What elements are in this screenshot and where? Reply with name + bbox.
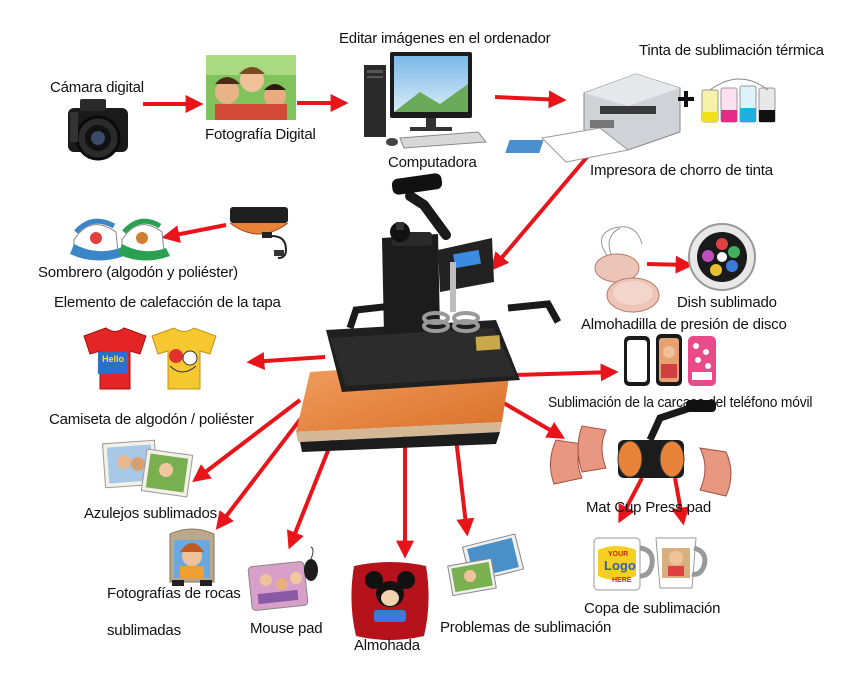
disc-pressure-pad-icon xyxy=(594,226,660,313)
phone-case-pink-icon xyxy=(688,336,716,386)
printer-label: Impresora de chorro de tinta xyxy=(590,162,773,179)
tiles-label: Azulejos sublimados xyxy=(84,505,217,522)
heat-press-machine-icon xyxy=(296,173,562,452)
mug-your-text: YOUR xyxy=(608,551,628,558)
lid-heating-element-icon xyxy=(229,207,289,259)
arrow-lid-to-hat xyxy=(161,223,227,244)
logo-mug-icon xyxy=(593,537,655,591)
rocks-label-line2: sublimadas xyxy=(107,622,181,639)
phone-case-black-icon xyxy=(624,336,650,386)
mug-press-pads-icon xyxy=(550,400,732,497)
hat-label: Sombrero (algodón y poliéster) xyxy=(38,264,238,281)
printer-icon xyxy=(505,73,681,163)
arrow-press-to-tshirt xyxy=(246,352,326,371)
phone-case-label: Sublimación de la carcasa del teléfono m… xyxy=(548,394,813,411)
computer-label: Computadora xyxy=(388,154,477,171)
rock-photo-icon xyxy=(169,528,215,586)
dish-label: Dish sublimado xyxy=(677,294,777,311)
sublimated-dish-icon xyxy=(688,223,756,291)
digital-photo-icon xyxy=(206,55,296,120)
arrow-press-to-tiles xyxy=(192,398,302,483)
pillow-label: Almohada xyxy=(354,637,420,654)
sublimation-puzzles-icon xyxy=(447,533,525,597)
mug-here-text: HERE xyxy=(612,577,632,584)
tshirt-yellow-icon xyxy=(151,327,217,390)
sublimated-tiles-icon xyxy=(101,439,194,498)
arrow-pad-to-dish xyxy=(646,255,694,274)
camera-label: Cámara digital xyxy=(50,79,144,96)
cup-label: Copa de sublimación xyxy=(584,600,721,617)
phone-case-photo-icon xyxy=(656,334,682,386)
mouse-pad-icon xyxy=(247,546,318,611)
puzzles-label: Problemas de sublimación xyxy=(440,619,612,636)
edit-images-label: Editar imágenes en el ordenador xyxy=(339,30,551,47)
mug-logo-text: Logo xyxy=(604,558,636,573)
rocks-label-line1: Fotografías de rocas xyxy=(107,585,241,602)
disc-pad-label: Almohadilla de presión de disco xyxy=(581,316,787,333)
mug-pad-label: Mat Cup Press pad xyxy=(586,499,711,516)
ink-label: Tinta de sublimación térmica xyxy=(639,42,824,59)
tshirt-red-icon xyxy=(83,327,147,390)
hat-blue-icon xyxy=(70,218,124,261)
pillow-icon xyxy=(351,562,429,640)
computer-icon xyxy=(364,52,487,149)
photo-mug-icon xyxy=(655,537,708,589)
camera-icon xyxy=(68,99,128,161)
mousepad-label: Mouse pad xyxy=(250,620,323,637)
digital-photo-label: Fotografía Digital xyxy=(205,126,316,143)
arrow-press-to-phone xyxy=(514,363,619,382)
arrow-computer-to-printer xyxy=(494,90,567,109)
tshirt-print-text: Hello xyxy=(102,354,125,364)
hat-green-icon xyxy=(118,218,170,261)
ink-bottles-icon xyxy=(701,78,776,123)
arrow-mugpress-to-cup-2 xyxy=(618,477,644,524)
tshirt-label: Camiseta de algodón / poliéster xyxy=(49,411,254,428)
arrow-printer-to-press xyxy=(490,148,595,271)
plus-icon xyxy=(678,91,694,107)
heating-element-label: Elemento de calefacción de la tapa xyxy=(54,294,281,311)
arrow-mugpress-to-cup xyxy=(671,477,690,526)
